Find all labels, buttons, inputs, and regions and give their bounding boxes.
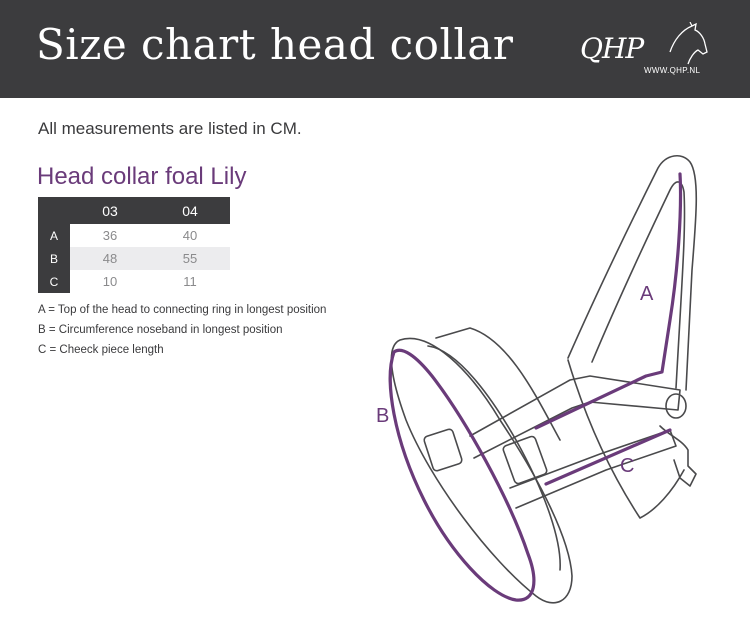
- crown-strap-outline: [567, 155, 698, 391]
- snap-clip: [659, 425, 697, 487]
- lower-cheek-piece: [509, 429, 677, 509]
- row-label: C: [38, 270, 70, 293]
- label-a: A: [640, 283, 654, 305]
- column-header: 04: [150, 197, 230, 224]
- noseband-inner: [427, 345, 561, 571]
- head-collar-illustration: A B C: [376, 155, 698, 604]
- table-cell: 55: [150, 247, 230, 270]
- head-collar-diagram: A B C: [340, 140, 740, 635]
- logo-text: QHP: [580, 32, 644, 65]
- legend-line: A = Top of the head to connecting ring i…: [38, 304, 327, 316]
- legend-line: C = Cheeck piece length: [38, 344, 164, 356]
- table-cell: 36: [102, 228, 118, 243]
- table-corner-cell: [38, 197, 70, 224]
- legend-line: B = Circumference noseband in longest po…: [38, 324, 283, 336]
- page-title: Size chart head collar: [36, 20, 514, 69]
- connecting-ring: [665, 393, 687, 419]
- crown-strap-inner: [591, 181, 686, 389]
- logo-url: WWW.QHP.NL: [644, 66, 701, 75]
- table-cell: 48: [70, 247, 150, 270]
- table-cell: 40: [182, 228, 198, 243]
- table-cell: 11: [183, 274, 197, 289]
- measurement-note: All measurements are listed in CM.: [38, 119, 302, 138]
- measurement-b-line: [388, 348, 536, 602]
- product-title: Head collar foal Lily: [37, 163, 247, 190]
- measurement-legend: A = Top of the head to connecting ring i…: [38, 302, 326, 362]
- table-cell: 10: [102, 274, 118, 289]
- qhp-logo: QHP WWW.QHP.NL: [574, 22, 714, 78]
- label-b: B: [376, 405, 389, 427]
- table-row: C 10 11: [38, 270, 230, 293]
- column-header: 03: [70, 197, 150, 224]
- measurement-a-line: [534, 172, 683, 430]
- size-table: 03 04 A 36 40 B 48 55 C 10 11: [38, 197, 230, 293]
- table-row: A 36 40: [38, 224, 230, 247]
- cheek-buckle: [502, 435, 548, 485]
- noseband-buckle: [423, 428, 463, 472]
- table-header-row: 03 04: [38, 197, 230, 224]
- upper-cheek-piece: [469, 375, 681, 459]
- row-label: B: [38, 247, 70, 270]
- label-c: C: [620, 455, 634, 477]
- horse-head-icon: [669, 22, 708, 65]
- noseband-outer: [390, 337, 573, 604]
- table-row: B 48 55: [38, 247, 230, 270]
- header-bar: Size chart head collar QHP WWW.QHP.NL: [0, 0, 750, 98]
- measurement-c-line: [544, 428, 672, 486]
- noseband-top-strap: [435, 327, 561, 441]
- row-label: A: [38, 224, 70, 247]
- throat-strap: [567, 359, 685, 519]
